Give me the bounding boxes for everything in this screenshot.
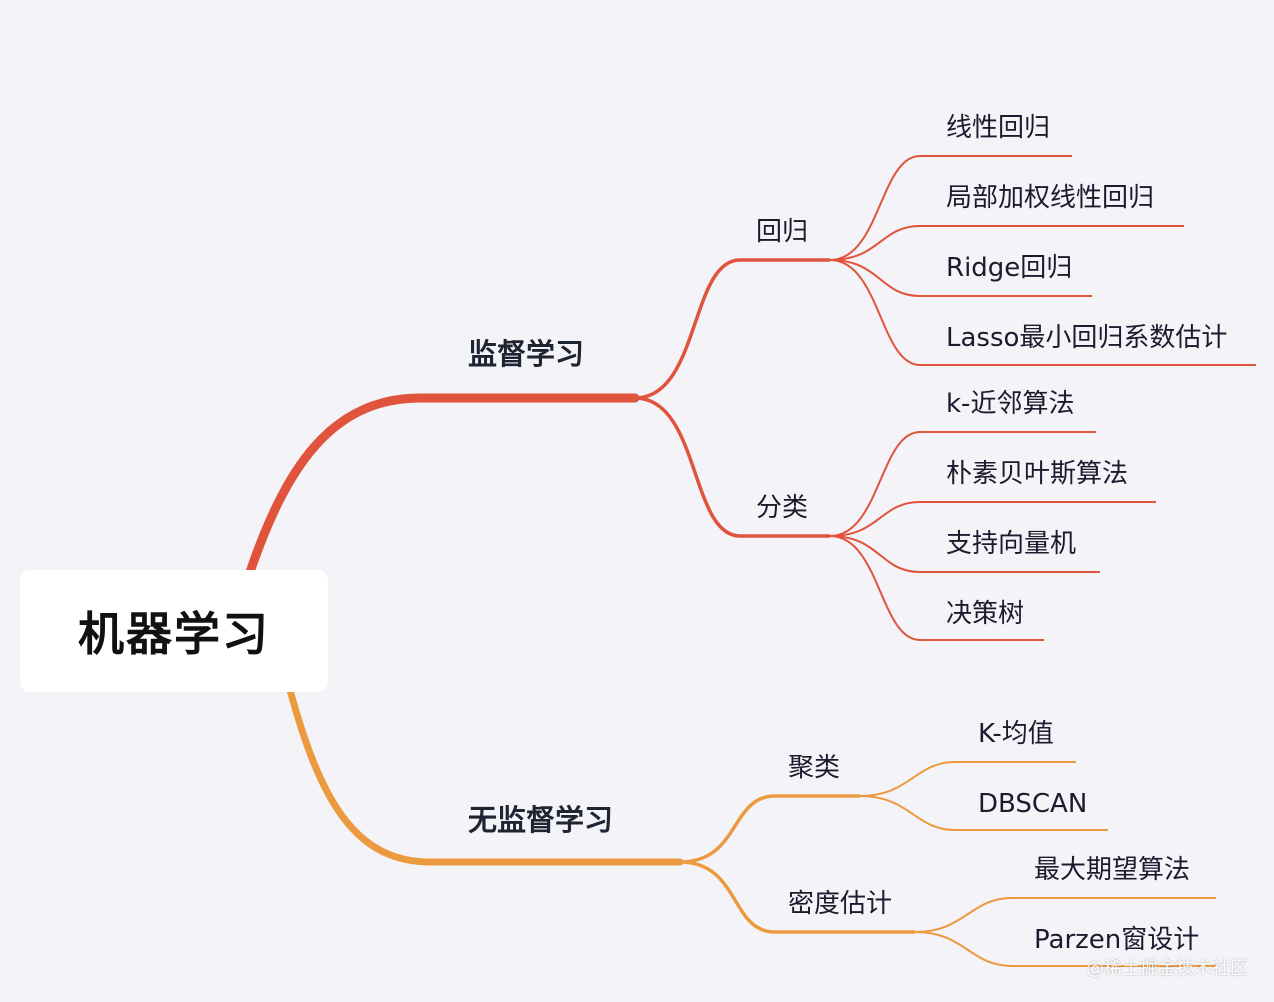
node-supervised-learning[interactable]: 监督学习 xyxy=(468,337,585,371)
leaf-decision-tree[interactable]: 决策树 xyxy=(946,599,1025,629)
watermark: @稀土掘金技术社区 xyxy=(1086,958,1248,979)
connector-root-unsupervised xyxy=(286,686,684,866)
connector-classification-leaf-1 xyxy=(829,431,1096,537)
connector-density-leaf-1 xyxy=(914,897,1216,933)
connector-regression-leaf-1 xyxy=(829,155,1072,261)
leaf-parzen-window[interactable]: Parzen窗设计 xyxy=(1034,925,1200,955)
connector-supervised-classification xyxy=(634,396,830,538)
connector-supervised-regression xyxy=(634,258,830,400)
leaf-lasso-regression[interactable]: Lasso最小回归系数估计 xyxy=(946,323,1228,353)
node-classification[interactable]: 分类 xyxy=(756,493,809,523)
leaf-dbscan[interactable]: DBSCAN xyxy=(978,789,1088,819)
leaf-k-means[interactable]: K-均值 xyxy=(978,719,1054,749)
node-clustering[interactable]: 聚类 xyxy=(788,753,841,783)
connector-classification-leaf-3 xyxy=(829,535,1100,573)
leaf-ridge-regression[interactable]: Ridge回归 xyxy=(946,253,1073,283)
leaf-svm[interactable]: 支持向量机 xyxy=(946,529,1077,559)
connector-density-leaf-2 xyxy=(914,931,1216,967)
connector-classification-leaf-4 xyxy=(829,535,1044,641)
node-density-estimation[interactable]: 密度估计 xyxy=(788,889,893,919)
root-node-label: 机器学习 xyxy=(78,607,270,661)
leaf-locally-weighted-regression[interactable]: 局部加权线性回归 xyxy=(946,183,1155,213)
connector-unsupervised-density xyxy=(679,860,915,934)
connector-classification-leaf-2 xyxy=(829,501,1156,537)
connector-regression-leaf-3 xyxy=(829,259,1092,297)
connector-clustering-leaf-1 xyxy=(859,761,1076,797)
leaf-linear-regression[interactable]: 线性回归 xyxy=(946,113,1051,143)
connector-regression-leaf-2 xyxy=(829,225,1184,261)
node-regression[interactable]: 回归 xyxy=(756,217,809,247)
root-node[interactable]: 机器学习 xyxy=(20,570,328,692)
leaf-naive-bayes[interactable]: 朴素贝叶斯算法 xyxy=(946,459,1129,489)
connector-regression-leaf-4 xyxy=(829,259,1256,366)
connector-unsupervised-clustering xyxy=(679,794,860,864)
node-unsupervised-learning[interactable]: 无监督学习 xyxy=(468,803,614,837)
connector-clustering-leaf-2 xyxy=(859,795,1108,831)
connector-root-supervised xyxy=(245,393,640,577)
leaf-knn[interactable]: k-近邻算法 xyxy=(946,389,1075,419)
leaf-em-algorithm[interactable]: 最大期望算法 xyxy=(1034,855,1191,885)
